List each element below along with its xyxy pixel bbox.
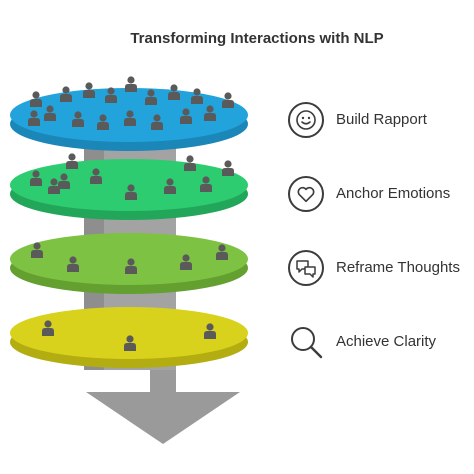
people-group	[31, 242, 228, 274]
person-icon	[30, 170, 42, 186]
person-icon	[168, 84, 180, 100]
person-icon	[145, 89, 157, 105]
person-icon	[58, 173, 70, 189]
person-icon	[164, 178, 176, 194]
person-icon	[216, 244, 228, 260]
people-group	[28, 76, 234, 130]
person-icon	[72, 111, 84, 127]
person-icon	[31, 242, 43, 258]
person-icon	[30, 91, 42, 107]
step-label: Anchor Emotions	[336, 185, 451, 202]
person-icon	[191, 88, 203, 104]
person-icon	[124, 335, 136, 351]
person-icon	[204, 105, 216, 121]
person-icon	[204, 323, 216, 339]
person-icon	[90, 168, 102, 184]
person-icon	[48, 178, 60, 194]
diagram-title: Transforming Interactions with NLP	[130, 30, 384, 47]
layer-anchor-emotions	[10, 153, 248, 220]
person-icon	[105, 87, 117, 103]
person-icon	[60, 86, 72, 102]
person-icon	[151, 114, 163, 130]
person-icon	[97, 114, 109, 130]
people-group	[42, 320, 216, 351]
smiley-face-icon	[288, 102, 324, 138]
layer-achieve-clarity	[10, 307, 248, 368]
person-icon	[66, 153, 78, 169]
person-icon	[125, 258, 137, 274]
layer-build-rapport	[10, 76, 248, 151]
person-icon	[44, 105, 56, 121]
person-icon	[222, 160, 234, 176]
person-icon	[200, 176, 212, 192]
person-icon	[125, 184, 137, 200]
person-icon	[28, 110, 40, 126]
person-icon	[222, 92, 234, 108]
magnifier-icon	[288, 324, 324, 360]
people-group	[30, 153, 234, 200]
step-label: Reframe Thoughts	[336, 259, 460, 276]
step-label: Achieve Clarity	[336, 333, 437, 350]
person-icon	[184, 155, 196, 171]
layer-reframe-thoughts	[10, 233, 248, 294]
person-icon	[83, 82, 95, 98]
person-icon	[67, 256, 79, 272]
down-arrow	[86, 362, 240, 444]
step-label: Build Rapport	[336, 111, 427, 128]
person-icon	[180, 254, 192, 270]
speech-bubbles-icon	[288, 250, 324, 286]
person-icon	[180, 108, 192, 124]
person-icon	[124, 110, 136, 126]
person-icon	[125, 76, 137, 92]
person-icon	[42, 320, 54, 336]
heart-icon	[288, 176, 324, 212]
